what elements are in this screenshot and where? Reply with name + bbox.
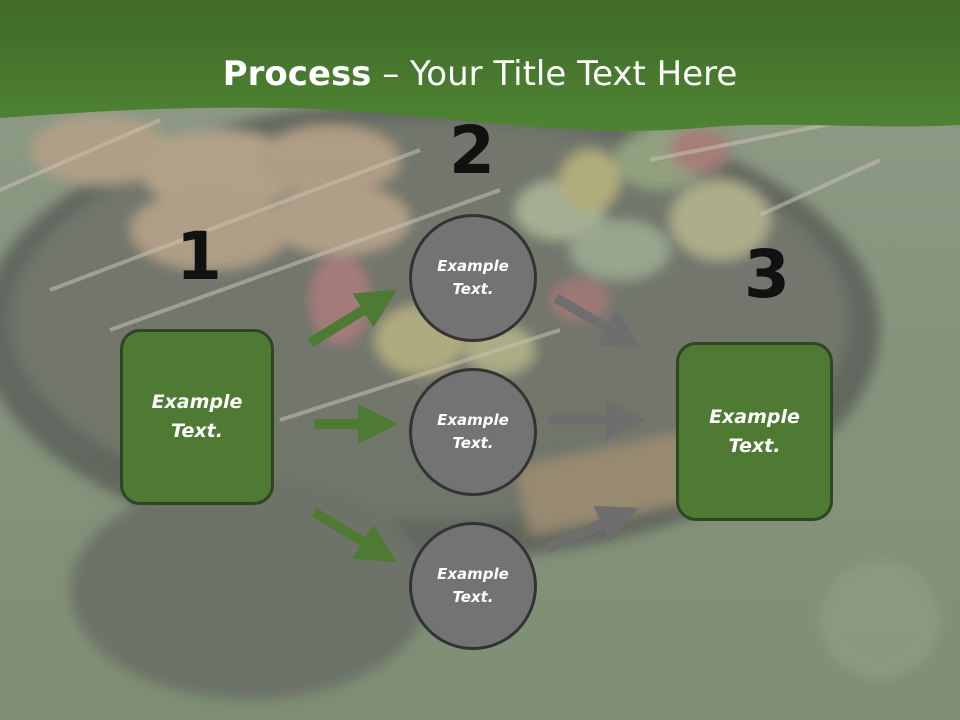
step-2-label-bottom: Example Text.: [437, 565, 509, 606]
step-2-label-top: Example Text.: [437, 257, 509, 298]
step-3-box: Example Text.: [676, 342, 833, 521]
step-1-box: Example Text.: [120, 329, 274, 505]
step-2-circle-middle: Example Text.: [409, 368, 537, 496]
step-3-label: Example Text.: [709, 405, 800, 457]
slide-title: Process – Your Title Text Here: [0, 52, 960, 96]
title-rest: – Your Title Text Here: [371, 54, 738, 94]
step-2-circle-top: Example Text.: [409, 214, 537, 342]
step-2-circle-bottom: Example Text.: [409, 522, 537, 650]
step-number-3: 3: [744, 236, 790, 313]
step-number-2: 2: [449, 112, 495, 189]
title-bold: Process: [222, 54, 372, 94]
step-number-1: 1: [176, 218, 222, 295]
step-2-label-middle: Example Text.: [437, 411, 509, 452]
header-band: [0, 0, 960, 131]
step-1-label: Example Text.: [151, 391, 243, 442]
